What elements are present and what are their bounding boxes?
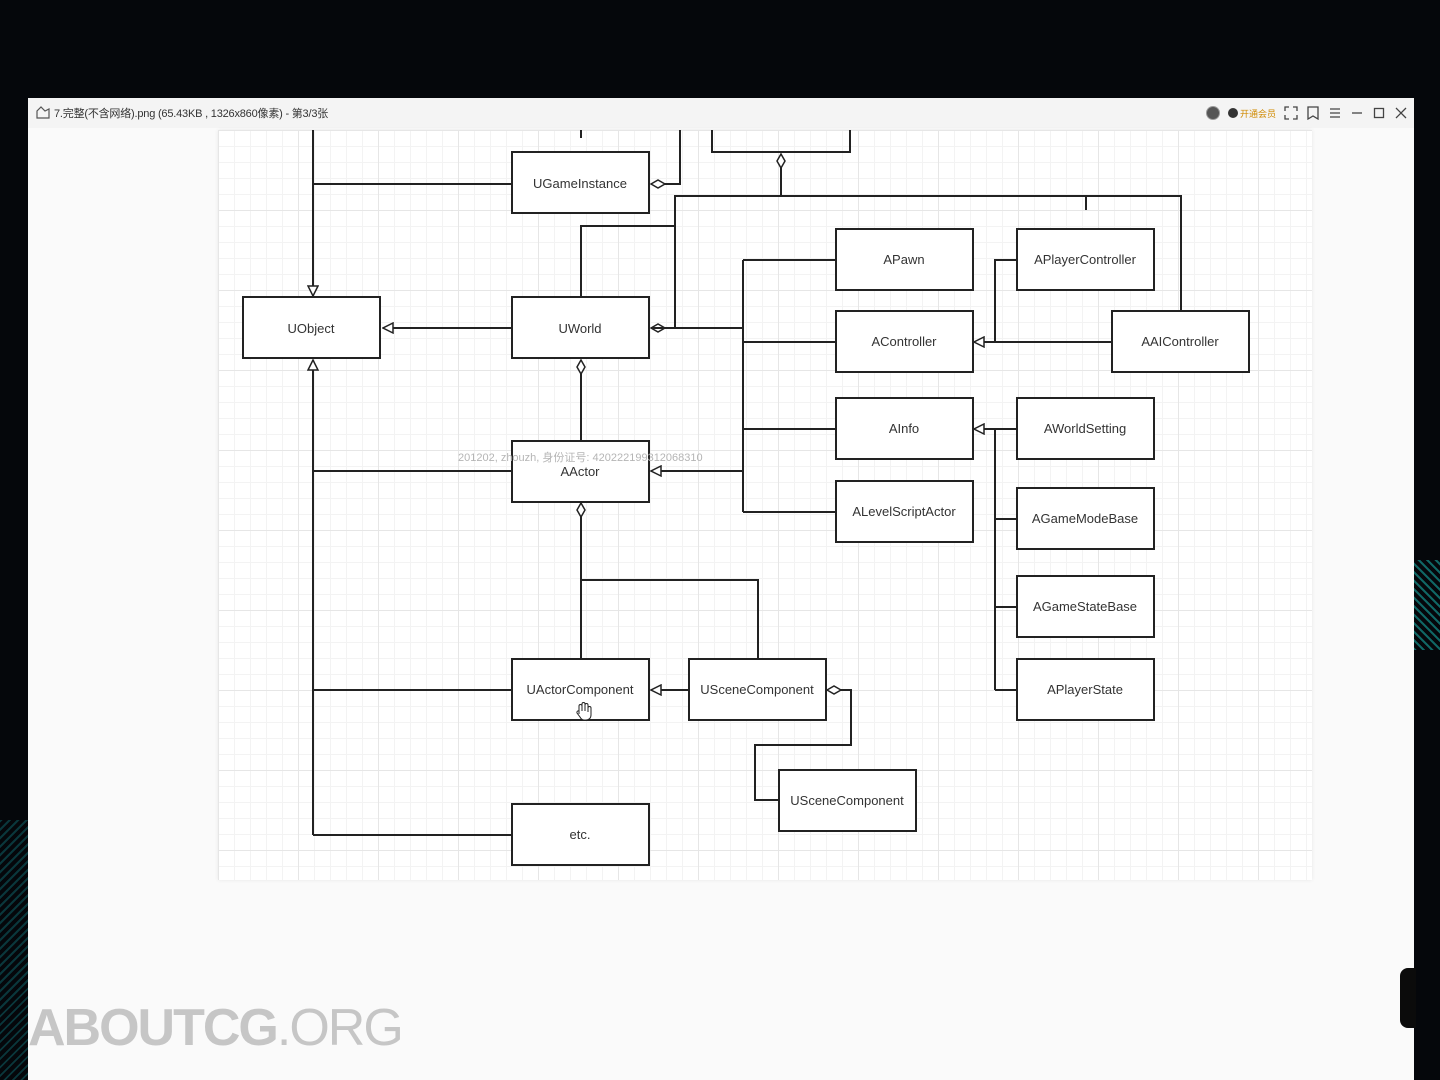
node-agamemodebase-label: AGameModeBase [1032,511,1138,526]
window-controls: 开通会员 [1205,98,1408,128]
node-aactor-label: AActor [560,464,600,479]
node-uobject-label: UObject [288,321,335,336]
node-aplayerstate-box[interactable] [1016,658,1155,721]
node-ainfo-label: AInfo [889,421,919,436]
image-viewer-icon [36,106,50,119]
title-bar[interactable]: 7.完整(不含网络).png (65.43KB , 1326x860像素) - … [28,98,1414,128]
background-decoration-left [0,820,28,1080]
node-aworldsetting-box[interactable] [1016,397,1155,460]
brand-name: ABOUTCG [28,999,279,1057]
brand-suffix: .ORG [276,999,404,1057]
node-uscenecomponent-label: USceneComponent [700,682,814,697]
maximize-icon[interactable] [1372,106,1386,120]
node-uscenecomponent-box[interactable] [688,658,827,721]
hand-cursor-icon [576,702,592,721]
background-decoration-right [1414,560,1440,650]
edge-aggregation-ugameinstance [651,130,681,184]
user-avatar[interactable] [1205,106,1220,120]
node-uscenecomponent2-label: USceneComponent [790,793,904,808]
node-acontroller-label: AController [871,334,937,349]
node-aworldsetting-label: AWorldSetting [1044,421,1126,436]
bookmark-icon[interactable] [1306,106,1320,120]
edge-uscenecomponent-aggregation [754,690,852,801]
node-uworld-box[interactable] [511,296,650,359]
minimize-icon[interactable] [1350,106,1364,120]
fullscreen-icon[interactable] [1284,106,1298,120]
partial-top-box [711,130,851,153]
side-badge [1400,968,1416,1028]
node-aplayercontroller-box[interactable] [1016,228,1155,291]
node-aaicontroller-box[interactable] [1111,310,1250,373]
node-aactor-box[interactable] [511,440,650,503]
node-etc-box[interactable] [511,803,650,866]
node-uactorcomponent-label: UActorComponent [527,682,634,697]
image-viewer-window: 7.完整(不含网络).png (65.43KB , 1326x860像素) - … [28,98,1416,1080]
node-agamemodebase-box[interactable] [1016,487,1155,550]
edge-top-bus [580,195,1087,297]
node-apawn-box[interactable] [835,228,974,291]
vip-label: 开通会员 [1239,108,1276,119]
close-icon[interactable] [1394,106,1408,120]
node-uobject-box[interactable] [242,296,381,359]
diagram-canvas[interactable]: UGameInstance UObject UWorld AActor UAct… [218,130,1312,880]
node-aaicontroller-label: AAIController [1141,334,1219,349]
edge-aplayercontroller-to-acontroller [994,259,1017,342]
node-etc-label: etc. [570,827,591,842]
class-diagram: UGameInstance UObject UWorld AActor UAct… [242,130,1250,866]
node-aplayerstate-label: APlayerState [1047,682,1123,697]
edge-top-bus-right [675,195,1182,312]
edge-component-bus [581,579,759,659]
node-agamestatebase-box[interactable] [1016,575,1155,638]
menu-icon[interactable] [1328,106,1342,120]
node-ainfo-box[interactable] [835,397,974,460]
node-alevelscriptactor-label: ALevelScriptActor [852,504,956,519]
node-aplayercontroller-label: APlayerController [1034,252,1137,267]
node-ugameinstance-label: UGameInstance [533,176,627,191]
node-apawn-label: APawn [883,252,924,267]
node-uscenecomponent2-box[interactable] [778,769,917,832]
node-alevelscriptactor-box[interactable] [835,480,974,543]
edge-aggregation-uworld [651,226,676,328]
node-uworld-label: UWorld [558,321,601,336]
node-acontroller-box[interactable] [835,310,974,373]
node-agamestatebase-label: AGameStateBase [1033,599,1137,614]
user-watermark: 201202, zhouzh, 身份证号: 420222199312068310 [458,452,703,464]
window-title: 7.完整(不含网络).png (65.43KB , 1326x860像素) - … [54,108,329,120]
node-ugameinstance-box[interactable] [511,151,650,214]
vip-icon [1227,108,1238,118]
brand-watermark: ABOUTCG.ORG [28,998,404,1058]
vip-link[interactable]: 开通会员 [1227,107,1276,120]
